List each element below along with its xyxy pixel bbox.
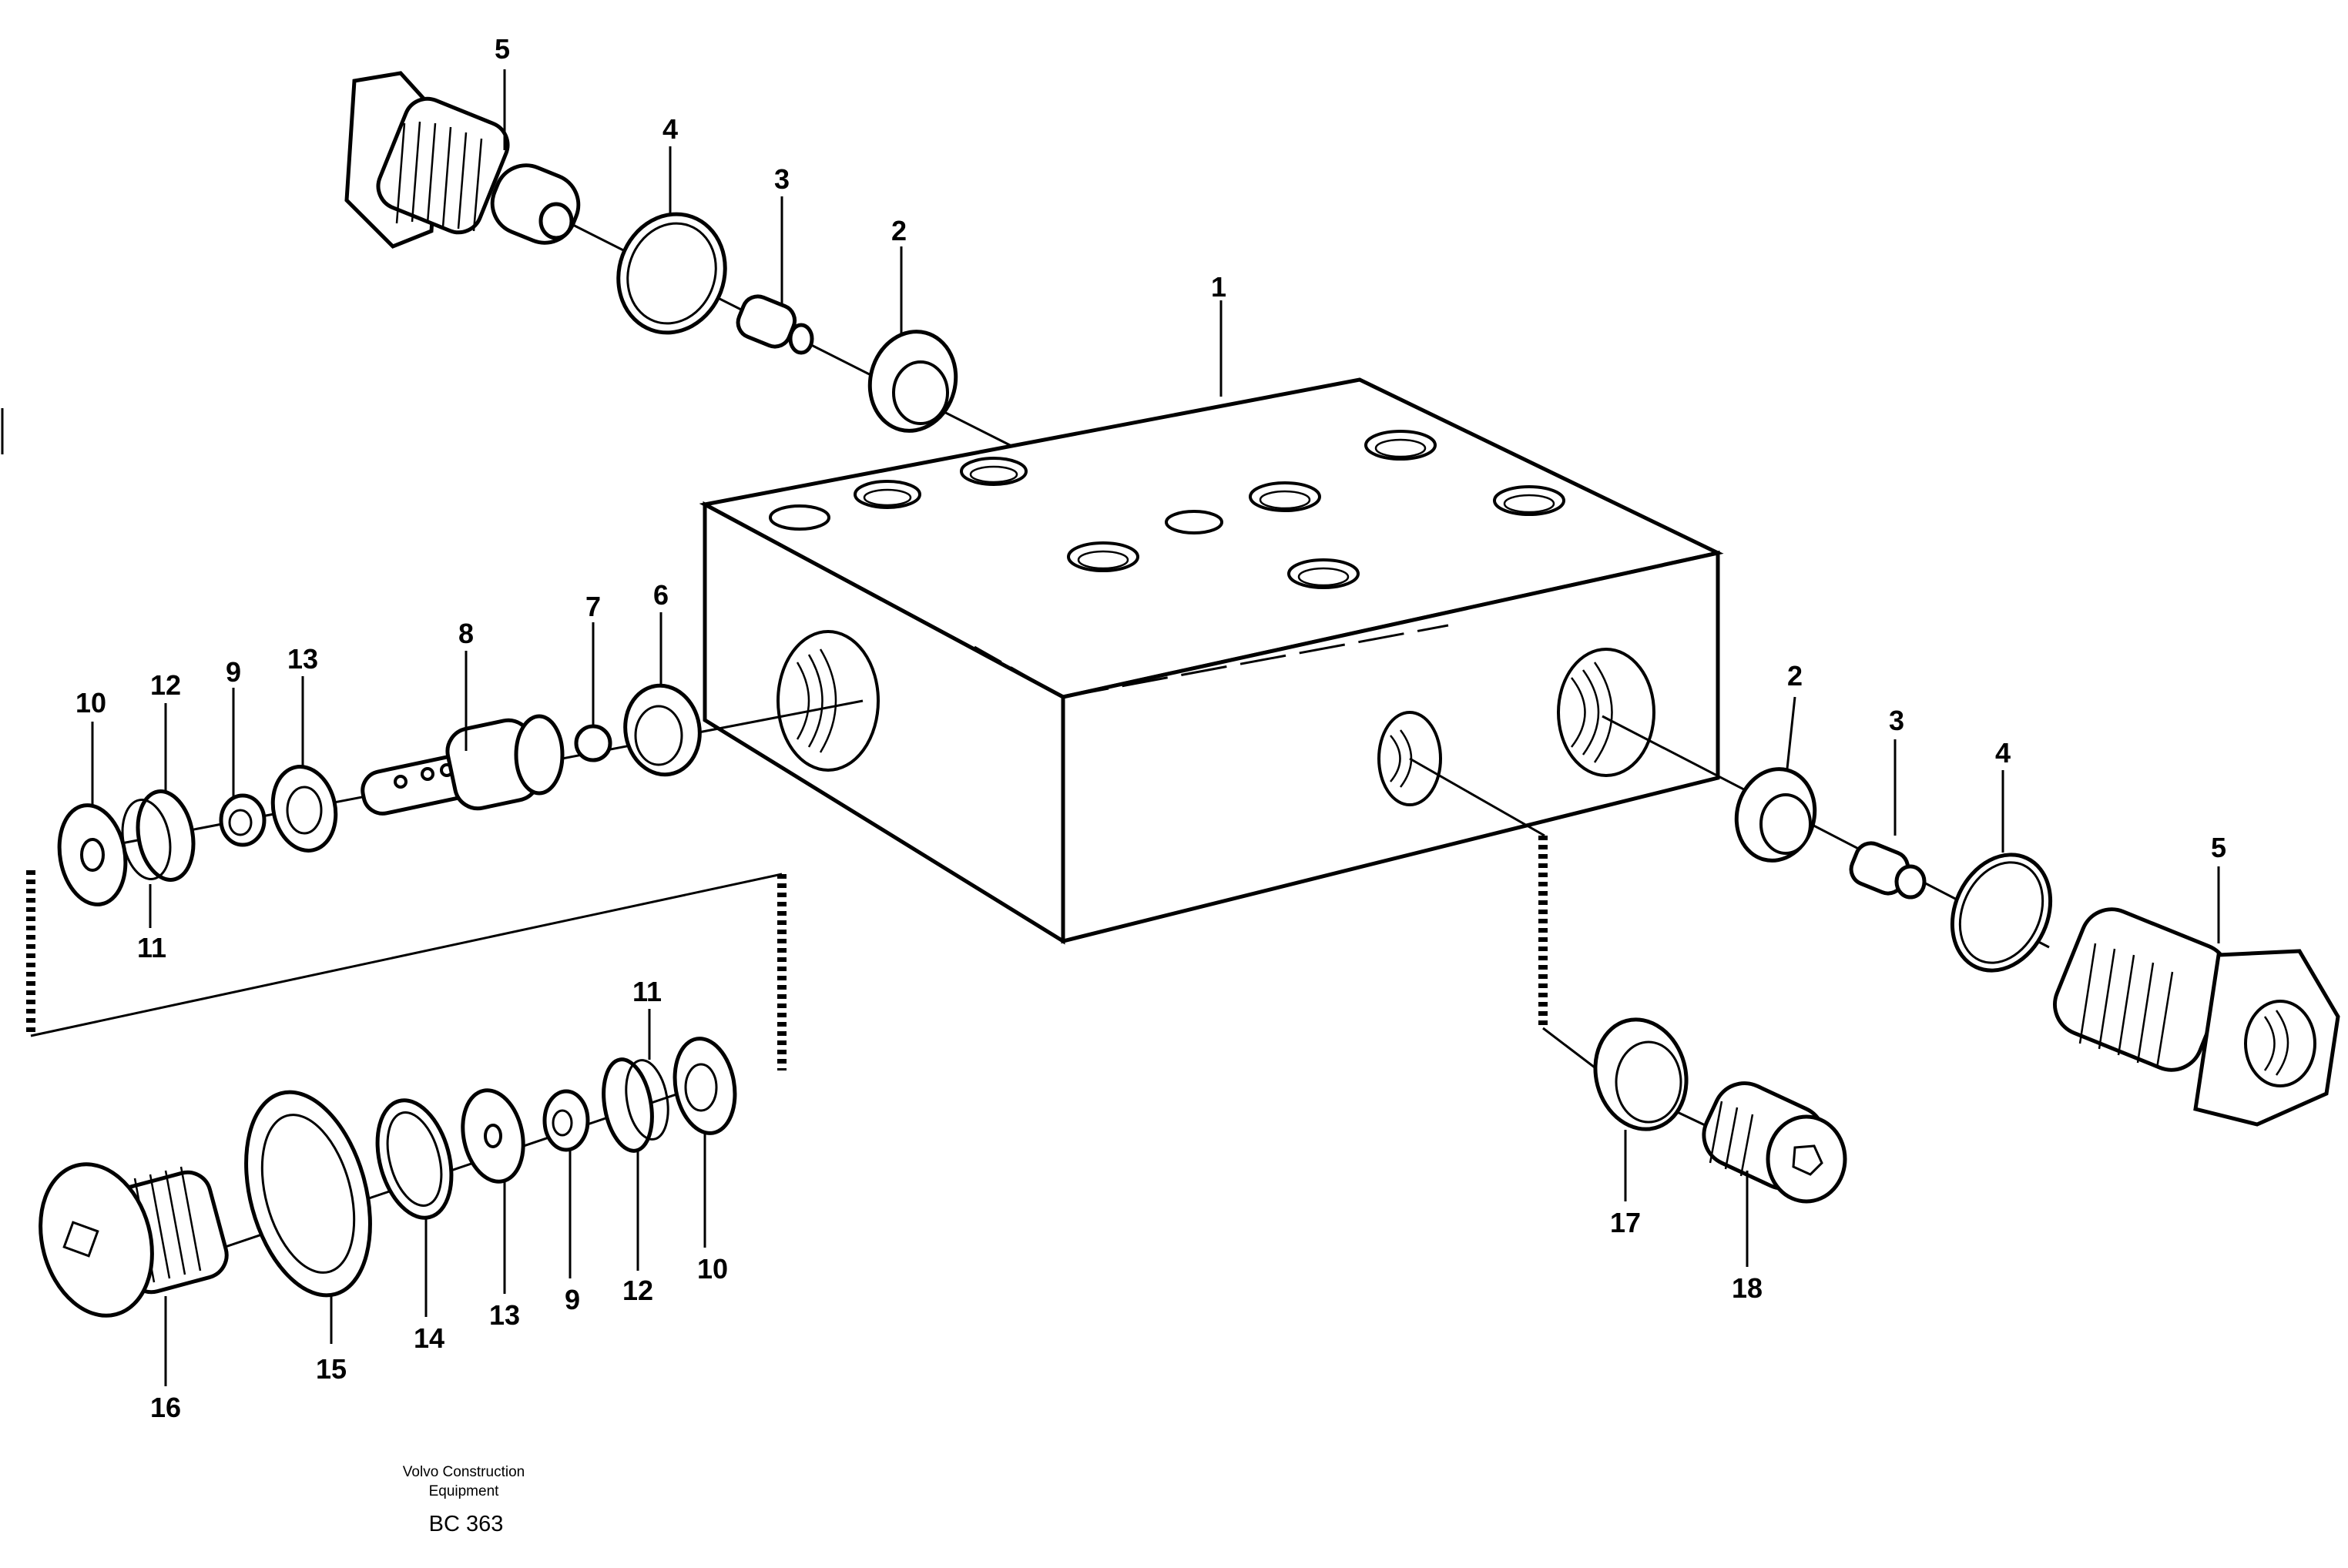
check-valve-assembly-upper (57, 683, 864, 906)
callout-10-upper: 10 (75, 687, 106, 719)
callout-12-upper: 12 (150, 669, 181, 701)
plug-assembly-17-18 (1409, 757, 1847, 1204)
callout-9-upper: 9 (226, 656, 241, 688)
callout-1: 1 (1211, 271, 1226, 303)
valve-block-part-1 (699, 377, 1724, 945)
callout-4-right: 4 (1995, 737, 2011, 769)
callout-11-lower: 11 (632, 976, 662, 1007)
callout-13-lower: 13 (489, 1299, 520, 1331)
callout-6: 6 (653, 579, 669, 611)
callout-11-upper: 11 (137, 932, 166, 963)
callout-10-lower: 10 (697, 1253, 728, 1285)
callout-2-top: 2 (891, 215, 907, 246)
callout-13-upper: 13 (287, 643, 318, 675)
callout-14: 14 (414, 1322, 444, 1354)
callout-18: 18 (1732, 1272, 1763, 1304)
callout-12-lower: 12 (622, 1275, 653, 1306)
leader-lines (91, 69, 2220, 1386)
callout-labels: 1 2 3 4 5 2 3 4 5 6 7 8 13 9 12 10 11 11… (75, 33, 2226, 1423)
callout-9-lower: 9 (565, 1284, 580, 1315)
callout-5-top: 5 (495, 33, 510, 65)
callout-3-top: 3 (774, 163, 790, 195)
callout-15: 15 (316, 1353, 347, 1385)
caption-line-2: Equipment (429, 1483, 500, 1499)
callout-3-right: 3 (1889, 705, 1904, 736)
top-relief-valve-assembly (344, 71, 1014, 448)
alternate-assembly-bracket (26, 870, 787, 1070)
callout-16: 16 (150, 1392, 181, 1423)
callout-17: 17 (1610, 1207, 1641, 1238)
callout-5-right: 5 (2211, 832, 2226, 863)
publisher-caption: Volvo Construction Equipment BC 363 (403, 1464, 525, 1536)
callout-8: 8 (458, 618, 474, 649)
figure-code: BC 363 (429, 1512, 504, 1536)
right-relief-valve-assembly (1602, 715, 2340, 1127)
plug-assembly-lower (39, 1037, 737, 1318)
caption-line-1: Volvo Construction (403, 1464, 525, 1480)
callout-2-right: 2 (1787, 660, 1803, 692)
callout-7: 7 (585, 591, 601, 622)
callout-4-top: 4 (662, 113, 678, 145)
